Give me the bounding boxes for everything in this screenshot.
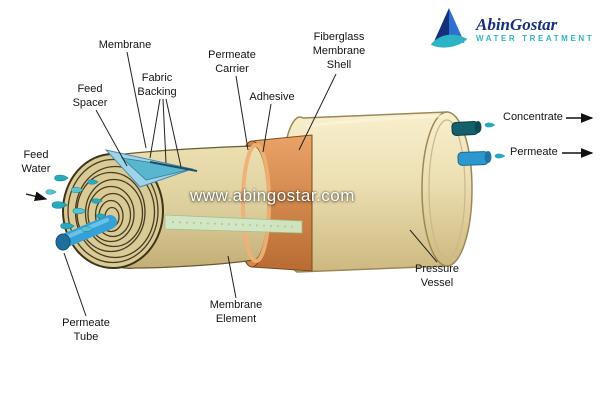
logo-tagline: water treatment — [476, 33, 595, 43]
leader-membrane — [126, 51, 147, 149]
leader-pressure-vessel — [409, 229, 438, 263]
logo-name: AbinGostar — [476, 14, 558, 34]
leader-fabric-backing-3 — [165, 98, 182, 168]
fabric-backing-edge — [149, 161, 198, 172]
leader-fabric-backing-1 — [149, 98, 161, 159]
brand-logo: AbinGostar water treatment — [428, 6, 594, 52]
label-fiberglass-shell: Fiberglass Membrane Shell — [312, 31, 366, 72]
label-adhesive: Adhesive — [249, 91, 295, 103]
pressure-vessel-end-rim — [428, 119, 466, 259]
flow-arrows — [25, 113, 594, 202]
leader-permeate-carrier — [235, 75, 249, 151]
label-fabric-backing: Fabric Backing — [137, 72, 177, 99]
leader-permeate-tube — [63, 252, 87, 317]
label-membrane-element: Membrane Element — [209, 299, 263, 326]
pressure-vessel-highlight — [305, 114, 444, 128]
feed-spacer-flap — [104, 149, 198, 188]
watermark-text: www.abingostar.com — [190, 186, 355, 205]
label-permeate: Permeate — [510, 146, 558, 158]
pressure-vessel-graphic — [280, 111, 473, 273]
leader-fiberglass-shell — [298, 73, 337, 151]
permeate-carrier-strip — [164, 214, 303, 234]
permeate-carrier-texture — [171, 221, 299, 228]
concentrate-fitting — [451, 121, 496, 136]
pressure-vessel-end-cap — [421, 111, 473, 267]
leader-feed-spacer — [95, 109, 128, 167]
logo-mark-icon — [430, 8, 468, 48]
leader-adhesive — [262, 103, 272, 153]
leader-membrane-element — [227, 255, 237, 299]
permeate-tube-end — [55, 233, 71, 251]
label-pressure-vessel: Pressure Vessel — [414, 263, 460, 290]
label-permeate-carrier: Permeate Carrier — [208, 49, 256, 76]
feed-water-arrow — [25, 191, 48, 202]
adhesive-ring — [241, 143, 271, 263]
logo-text-block: AbinGostar water treatment — [476, 16, 594, 43]
label-feed-water: Feed Water — [21, 149, 51, 176]
leader-lines — [63, 51, 438, 317]
leader-fabric-backing-2 — [162, 98, 167, 164]
label-concentrate: Concentrate — [503, 111, 563, 123]
label-permeate-tube: Permeate Tube — [62, 317, 110, 344]
label-membrane: Membrane — [98, 39, 152, 51]
permeate-fitting — [457, 151, 506, 166]
label-feed-spacer: Feed Spacer — [72, 83, 108, 110]
